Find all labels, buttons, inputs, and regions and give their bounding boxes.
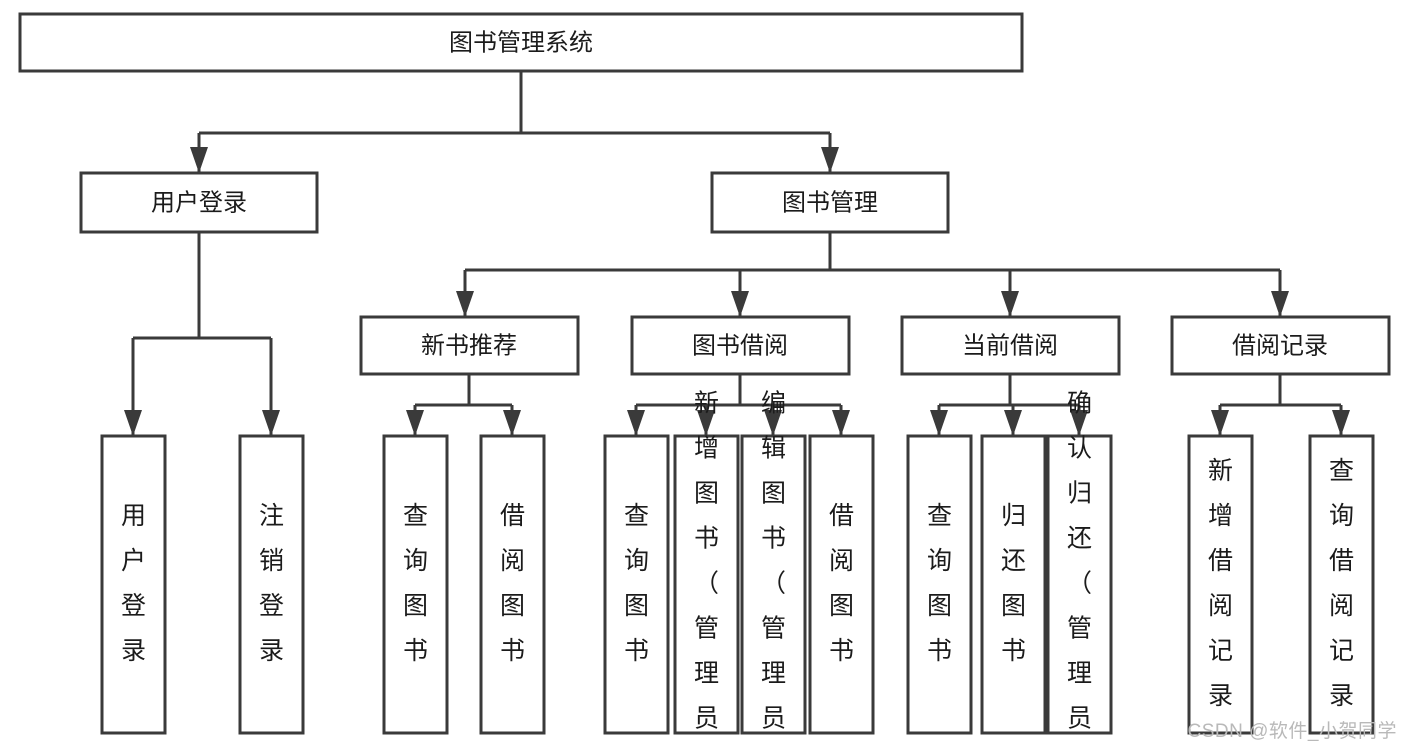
node-leaf-query-book-1-label: 查询图书	[403, 502, 428, 665]
node-leaf-query-book-2-label: 查询图书	[624, 502, 649, 665]
node-leaf-query-book-3-label: 查询图书	[927, 502, 952, 665]
node-leaf-add-record[interactable]: 新增借阅记录	[1187, 434, 1254, 735]
node-leaf-query-record-box[interactable]	[1308, 434, 1375, 735]
arrow-head-icon-book-manage-2	[1001, 291, 1019, 317]
node-leaf-edit-book-label: 编辑图书（管理员）	[761, 389, 786, 747]
node-leaf-add-book[interactable]: 新增图书（管理员）	[673, 389, 740, 747]
node-borrow-record-box[interactable]	[1170, 315, 1391, 376]
node-book-borrow[interactable]: 图书借阅	[630, 315, 851, 376]
node-leaf-query-book-1-box[interactable]	[382, 434, 449, 735]
node-leaf-add-book-label: 新增图书（管理员）	[694, 389, 719, 747]
node-leaf-logout[interactable]: 注销登录	[238, 434, 305, 735]
node-leaf-confirm-return[interactable]: 确认归还（管理员）	[1046, 389, 1113, 747]
arrow-head-icon-new-book-rec-1	[503, 410, 521, 436]
node-book-manage-box[interactable]	[710, 171, 950, 234]
node-leaf-edit-book[interactable]: 编辑图书（管理员）	[740, 389, 807, 747]
arrow-head-icon-root-0	[190, 147, 208, 173]
arrow-head-icon-book-manage-3	[1271, 291, 1289, 317]
arrow-head-icon-book-borrow-2	[764, 410, 782, 436]
node-book-manage[interactable]: 图书管理	[710, 171, 950, 234]
node-leaf-query-book-3-box[interactable]	[906, 434, 973, 735]
node-book-manage-label: 图书管理	[782, 189, 878, 216]
arrow-head-icon-book-borrow-0	[627, 410, 645, 436]
node-leaf-borrow-book-1-box[interactable]	[479, 434, 546, 735]
node-leaf-confirm-return-label: 确认归还（管理员）	[1067, 389, 1092, 747]
node-root-label: 图书管理系统	[449, 29, 593, 56]
node-leaf-confirm-return-box[interactable]	[1046, 434, 1113, 735]
node-user-login-box[interactable]	[79, 171, 319, 234]
arrow-head-icon-current-borrow-0	[930, 410, 948, 436]
leaf-layer: 用户登录 注销登录 查询图书 借阅图书 查询图书 新增图书（管理员） 编辑图书（管理员） 借阅…	[100, 389, 1375, 747]
node-leaf-borrow-book-2[interactable]: 借阅图书	[808, 434, 875, 735]
node-leaf-return-book-label: 归还图书	[1001, 502, 1026, 665]
node-book-borrow-box[interactable]	[630, 315, 851, 376]
arrow-head-icon-user-login-1	[262, 410, 280, 436]
arrow-head-icon-book-manage-0	[456, 291, 474, 317]
node-leaf-add-record-label: 新增借阅记录	[1208, 457, 1233, 710]
node-new-book-rec-box[interactable]	[359, 315, 580, 376]
arrow-head-icon-borrow-record-0	[1211, 410, 1229, 436]
node-leaf-logout-label: 注销登录	[259, 502, 284, 665]
node-leaf-user-login[interactable]: 用户登录	[100, 434, 167, 735]
node-leaf-logout-box[interactable]	[238, 434, 305, 735]
watermark-csdn: CSDN @软件_小贺同学	[1187, 721, 1397, 742]
node-leaf-borrow-book-2-box[interactable]	[808, 434, 875, 735]
node-leaf-add-book-box[interactable]	[673, 434, 740, 735]
arrow-head-icon-current-borrow-2	[1070, 410, 1088, 436]
node-leaf-query-book-1[interactable]: 查询图书	[382, 434, 449, 735]
arrow-head-icon-new-book-rec-0	[406, 410, 424, 436]
arrow-head-icon-user-login-0	[124, 410, 142, 436]
connector-layer	[124, 71, 1350, 436]
arrow-head-icon-root-1	[821, 147, 839, 173]
node-new-book-rec[interactable]: 新书推荐	[359, 315, 580, 376]
node-current-borrow[interactable]: 当前借阅	[900, 315, 1121, 376]
node-leaf-query-book-2[interactable]: 查询图书	[603, 434, 670, 735]
node-borrow-record-label: 借阅记录	[1232, 332, 1328, 359]
node-borrow-record[interactable]: 借阅记录	[1170, 315, 1391, 376]
node-leaf-user-login-label: 用户登录	[121, 502, 146, 665]
node-leaf-query-book-2-box[interactable]	[603, 434, 670, 735]
node-leaf-borrow-book-1[interactable]: 借阅图书	[479, 434, 546, 735]
node-leaf-edit-book-box[interactable]	[740, 434, 807, 735]
node-leaf-return-book[interactable]: 归还图书	[980, 434, 1047, 735]
node-leaf-add-record-box[interactable]	[1187, 434, 1254, 735]
arrow-head-icon-book-manage-1	[731, 291, 749, 317]
node-current-borrow-label: 当前借阅	[962, 332, 1058, 359]
node-leaf-return-book-box[interactable]	[980, 434, 1047, 735]
arrow-head-icon-current-borrow-1	[1004, 410, 1022, 436]
arrow-head-icon-book-borrow-1	[697, 410, 715, 436]
node-leaf-query-book-3[interactable]: 查询图书	[906, 434, 973, 735]
node-leaf-borrow-book-1-label: 借阅图书	[500, 502, 525, 665]
node-current-borrow-box[interactable]	[900, 315, 1121, 376]
node-leaf-query-record[interactable]: 查询借阅记录	[1308, 434, 1375, 735]
node-user-login-label: 用户登录	[151, 189, 247, 216]
node-new-book-rec-label: 新书推荐	[421, 332, 517, 359]
node-user-login[interactable]: 用户登录	[79, 171, 319, 234]
arrow-head-icon-borrow-record-1	[1332, 410, 1350, 436]
node-leaf-borrow-book-2-label: 借阅图书	[829, 502, 854, 665]
node-leaf-query-record-label: 查询借阅记录	[1329, 457, 1354, 710]
arrow-head-icon-book-borrow-3	[832, 410, 850, 436]
node-root-box[interactable]	[18, 12, 1024, 73]
node-book-borrow-label: 图书借阅	[692, 332, 788, 359]
node-leaf-user-login-box[interactable]	[100, 434, 167, 735]
node-root[interactable]: 图书管理系统	[18, 12, 1024, 73]
